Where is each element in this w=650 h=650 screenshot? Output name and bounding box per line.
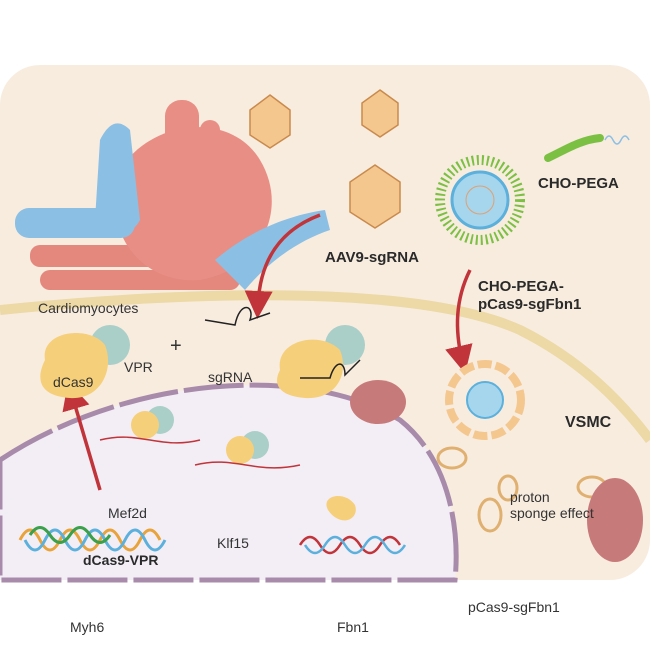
endosome-icon: [445, 360, 525, 440]
cas9-icon: [326, 495, 356, 521]
complex-label-line1: CHO-PEGA-: [478, 278, 564, 295]
heart-icon: [15, 100, 330, 290]
dcas9-label: dCas9: [53, 374, 94, 390]
sgrna-icon: [204, 306, 271, 326]
dcas9-vpr-label: dCas9-VPR: [83, 552, 158, 568]
klf15-complex-icon: [194, 431, 301, 469]
vsmc-label: VSMC: [565, 414, 612, 431]
mef2d-complex-icon: [99, 406, 201, 444]
vpr-label: VPR: [124, 359, 153, 375]
cell-membrane: [0, 290, 650, 444]
proton-sponge-label-line1: proton: [510, 489, 550, 505]
polymer-icon: [544, 134, 630, 162]
aav-delivery-arrow: [244, 213, 321, 319]
proton-sponge-label-line2: sponge effect: [510, 505, 594, 521]
mef2d-label: Mef2d: [108, 505, 147, 521]
fbn1-dna-icon: [298, 535, 407, 555]
nanoparticle-uptake-arrow: [445, 269, 473, 374]
pcas9-label: pCas9-sgFbn1: [468, 599, 560, 615]
fbn1-label: Fbn1: [337, 619, 369, 635]
expression-arrow: [62, 381, 102, 491]
myh6-dna-icon: [18, 526, 167, 552]
aav9-label: AAV9-sgRNA: [325, 249, 419, 266]
sgrna-label: sgRNA: [208, 369, 253, 385]
dcas9-sgrna-complex-icon: [277, 325, 365, 399]
plus-sign: +: [170, 335, 182, 357]
aav-virus-icon: [249, 89, 401, 229]
dcas9-protein-icon: [40, 325, 130, 399]
mitochondrion-icon: [587, 478, 643, 562]
myh6-label: Myh6: [70, 619, 104, 635]
cho-pega-label: CHO-PEGA: [538, 175, 619, 192]
complex-label-line2: pCas9-sgFbn1: [478, 296, 581, 313]
cardiomyocytes-label: Cardiomyocytes: [38, 300, 138, 316]
mitochondrion-icon: [350, 380, 406, 424]
klf15-label: Klf15: [217, 535, 249, 551]
nanoparticle-icon: [435, 155, 525, 245]
vesicle-fragments: [436, 446, 608, 533]
